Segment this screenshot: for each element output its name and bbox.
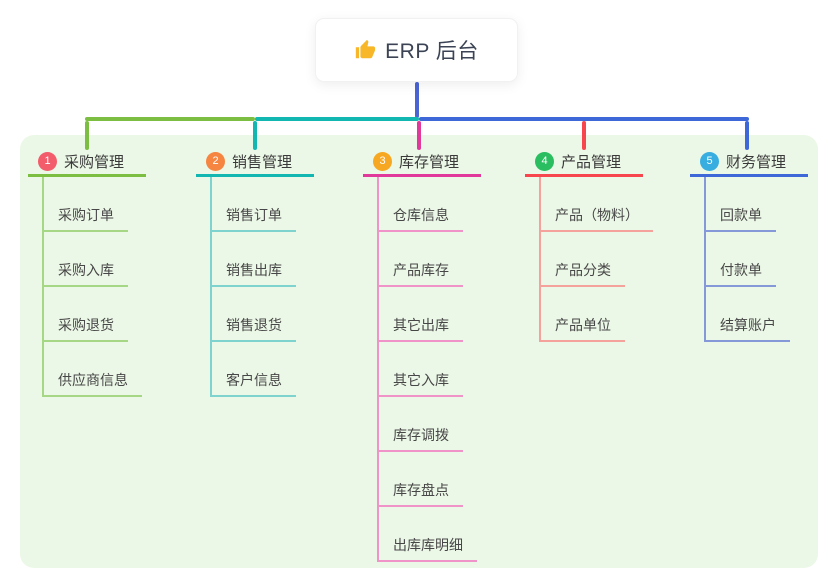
branch-item: 客户信息	[210, 370, 296, 397]
thumbs-up-icon	[356, 39, 376, 59]
mindmap-panel	[20, 135, 818, 568]
branch-item: 仓库信息	[377, 205, 463, 232]
branch-header: 4 产品管理	[525, 148, 643, 177]
branch-item: 回款单	[704, 205, 776, 232]
connector-stem	[415, 82, 419, 118]
branch-number-badge: 1	[38, 151, 57, 171]
branch-item: 付款单	[704, 260, 776, 287]
branch-item: 销售退货	[210, 315, 296, 342]
branch-number-badge: 4	[535, 151, 554, 171]
branch-item: 产品（物料）	[539, 205, 653, 232]
branch-item: 采购退货	[42, 315, 128, 342]
branch-number-badge: 2	[206, 151, 225, 171]
branch-item: 出库库明细	[377, 535, 477, 562]
branch-item: 销售订单	[210, 205, 296, 232]
branch-title: 产品管理	[561, 153, 622, 171]
branch-number-badge: 3	[373, 151, 392, 171]
branch-item: 产品库存	[377, 260, 463, 287]
connector-rail-right	[419, 117, 749, 121]
branch-header: 2 销售管理	[196, 148, 314, 177]
branch-item: 其它出库	[377, 315, 463, 342]
branch-header: 3 库存管理	[363, 148, 481, 177]
branch-item: 供应商信息	[42, 370, 142, 397]
branch-item: 采购订单	[42, 205, 128, 232]
branch-header: 1 采购管理	[28, 148, 146, 177]
root-node: ERP 后台	[315, 18, 518, 82]
branch-item: 产品分类	[539, 260, 625, 287]
branch-item: 产品单位	[539, 315, 625, 342]
branch-item: 采购入库	[42, 260, 128, 287]
branch-title: 销售管理	[232, 153, 293, 171]
branch-trunk-line	[210, 177, 212, 397]
branch-item: 库存盘点	[377, 480, 463, 507]
branch-trunk-line	[377, 177, 379, 562]
branch-drop-line	[253, 121, 257, 150]
branch-drop-line	[745, 121, 749, 150]
branch-item: 销售出库	[210, 260, 296, 287]
branch-item: 库存调拨	[377, 425, 463, 452]
branch-drop-line	[85, 121, 89, 150]
branch-trunk-line	[42, 177, 44, 397]
branch-title: 财务管理	[726, 153, 787, 171]
branch-trunk-line	[539, 177, 541, 342]
branch-drop-line	[582, 121, 586, 150]
branch-number-badge: 5	[700, 151, 719, 171]
connector-rail-left	[85, 117, 255, 121]
branch-item: 结算账户	[704, 315, 790, 342]
branch-title: 库存管理	[399, 153, 460, 171]
branch-title: 采购管理	[64, 153, 125, 171]
branch-drop-line	[417, 121, 421, 150]
branch-item: 其它入库	[377, 370, 463, 397]
root-title: ERP 后台	[385, 40, 479, 63]
connector-rail-middle	[255, 117, 419, 121]
branch-header: 5 财务管理	[690, 148, 808, 177]
branch-trunk-line	[704, 177, 706, 342]
